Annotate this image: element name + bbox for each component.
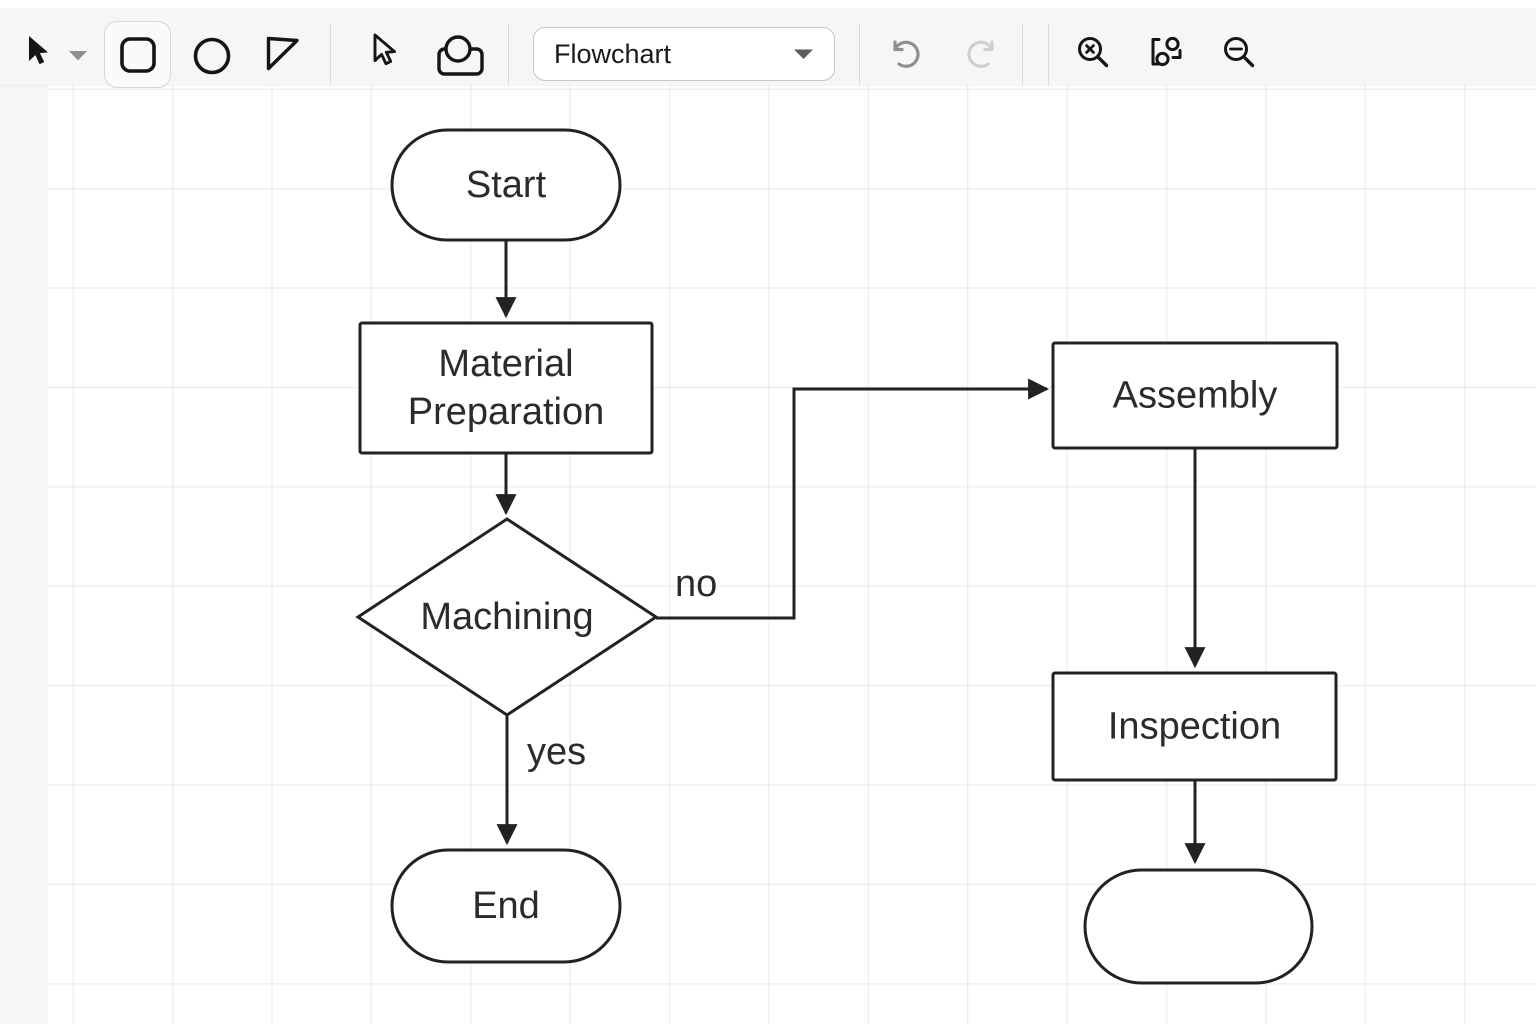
stamp-tool-button[interactable]: [437, 35, 485, 77]
process-shape: [1051, 671, 1338, 782]
decision-shape: [355, 517, 659, 717]
toolbar-divider: [330, 24, 331, 86]
node-label: End: [472, 885, 540, 927]
canvas[interactable]: [48, 85, 1536, 1024]
node-label: Machining: [420, 596, 593, 638]
select-tool-button[interactable]: [26, 34, 50, 72]
flow-node-terminator-blank[interactable]: [1083, 868, 1314, 985]
shape-library-label: Flowchart: [554, 38, 672, 69]
rectangle-icon: [119, 36, 156, 73]
toolbar-divider: [859, 24, 860, 86]
undo-icon: [893, 40, 920, 68]
undo-button[interactable]: [889, 37, 925, 73]
edges-layer: no yes: [495, 240, 1206, 865]
zoom-reset-icon: [1078, 37, 1109, 68]
shape-library-dropdown[interactable]: Flowchart: [533, 27, 835, 81]
triangle-icon: [266, 36, 299, 71]
stadium-shape: [390, 848, 622, 964]
toolbar-divider: [508, 24, 509, 86]
redo-icon: [967, 40, 994, 68]
cursor-filled-icon: [29, 36, 48, 65]
flow-node-end[interactable]: End: [390, 848, 622, 964]
ellipse-icon: [193, 37, 231, 75]
flow-node-machining[interactable]: Machining: [355, 517, 659, 717]
select-tool-options-button[interactable]: [68, 50, 88, 62]
toolbar-divider: [1048, 24, 1049, 86]
flow-node-inspection[interactable]: Inspection: [1051, 671, 1338, 782]
zoom-fit-button[interactable]: [1149, 36, 1185, 70]
cursor-outline-icon: [373, 33, 396, 66]
stadium-shape: [390, 128, 622, 242]
edge-label-no: no: [675, 563, 717, 605]
caret-down-icon: [69, 51, 87, 61]
redo-button[interactable]: [962, 37, 998, 73]
process-shape: [358, 321, 654, 455]
flow-node-assembly[interactable]: Assembly: [1051, 341, 1339, 450]
toolbar-divider: [1022, 24, 1023, 86]
node-label: Start: [466, 164, 547, 206]
rectangle-tool-button[interactable]: [104, 21, 171, 88]
flow-node-start[interactable]: Start: [390, 128, 622, 242]
process-shape: [1051, 341, 1339, 450]
edge-label-yes: yes: [527, 731, 586, 773]
zoom-out-button[interactable]: [1222, 35, 1258, 73]
toolbar: Flowchart: [0, 8, 1536, 88]
stadium-shape: [1083, 868, 1314, 985]
flow-edge-machining-to-assembly[interactable]: [656, 378, 1050, 620]
node-label: Inspection: [1108, 706, 1281, 748]
node-label: Assembly: [1113, 375, 1278, 417]
zoom-out-icon: [1224, 37, 1255, 68]
zoom-reset-button[interactable]: [1076, 35, 1112, 73]
ellipse-tool-button[interactable]: [192, 36, 232, 76]
triangle-tool-button[interactable]: [264, 35, 302, 73]
shape-stamp-icon: [437, 35, 484, 76]
zoom-fit-icon: [1151, 36, 1182, 67]
caret-down-icon: [794, 49, 813, 59]
canvas-left-margin: [0, 85, 48, 1024]
pointer-tool-button[interactable]: [371, 32, 397, 72]
